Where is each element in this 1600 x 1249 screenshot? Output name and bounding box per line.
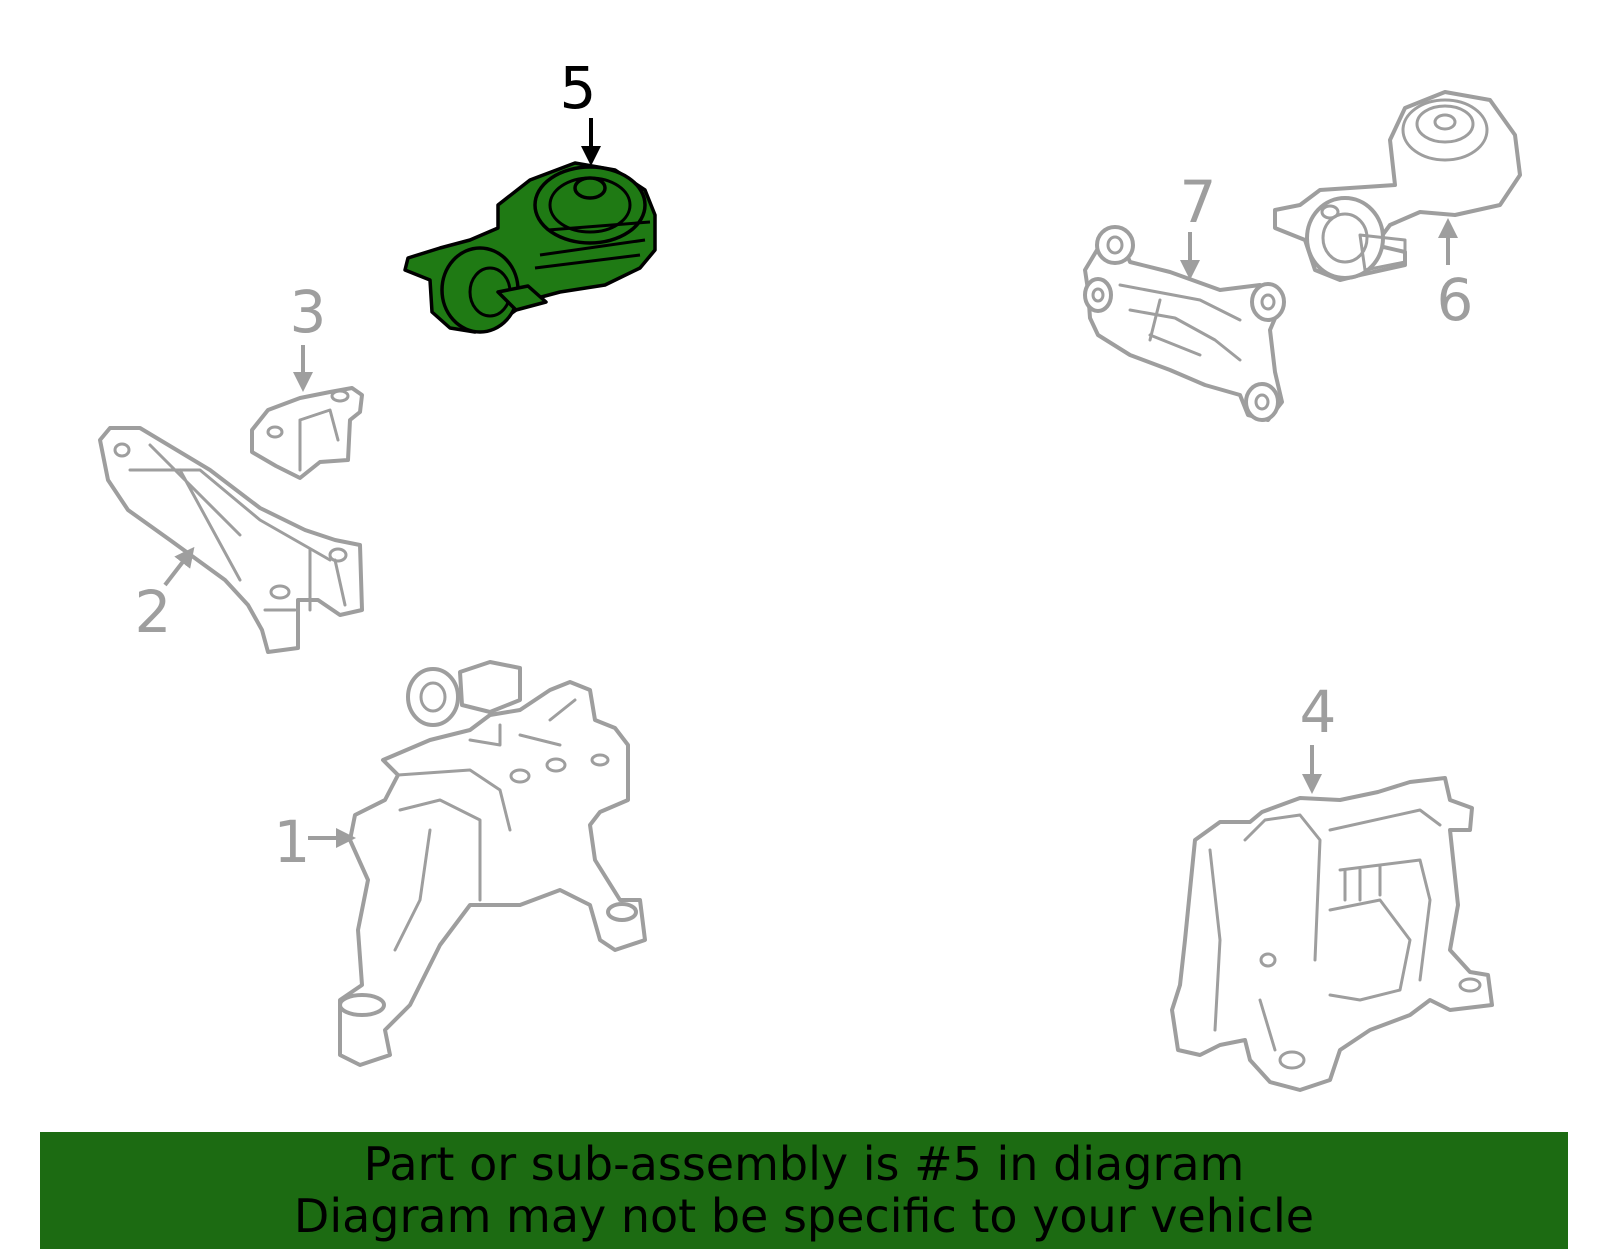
callout-6: 6 [1437, 266, 1474, 334]
parts-diagram: 5 3 2 1 [98, 54, 1522, 1092]
callout-5: 5 [560, 54, 597, 122]
callout-2-arrow [163, 546, 195, 587]
banner-line-disclaimer: Diagram may not be specific to your vehi… [293, 1189, 1315, 1243]
part-5-mount-highlighted[interactable] [403, 161, 657, 334]
part-1-mount[interactable] [338, 660, 647, 1067]
part-2-bracket[interactable] [98, 426, 364, 654]
callout-2: 2 [135, 578, 172, 646]
part-4-mount[interactable] [1170, 776, 1494, 1092]
callout-7: 7 [1180, 168, 1217, 236]
part-7-bracket[interactable] [1083, 225, 1286, 422]
callout-3: 3 [290, 278, 327, 346]
banner-line-part: Part or sub-assembly is #5 in diagram [363, 1137, 1245, 1191]
callout-1: 1 [274, 808, 311, 876]
part-6-mount[interactable] [1273, 90, 1522, 282]
callout-4: 4 [1300, 678, 1337, 746]
part-3-bracket[interactable] [250, 386, 364, 480]
info-banner: Part or sub-assembly is #5 in diagram Di… [40, 1132, 1568, 1249]
